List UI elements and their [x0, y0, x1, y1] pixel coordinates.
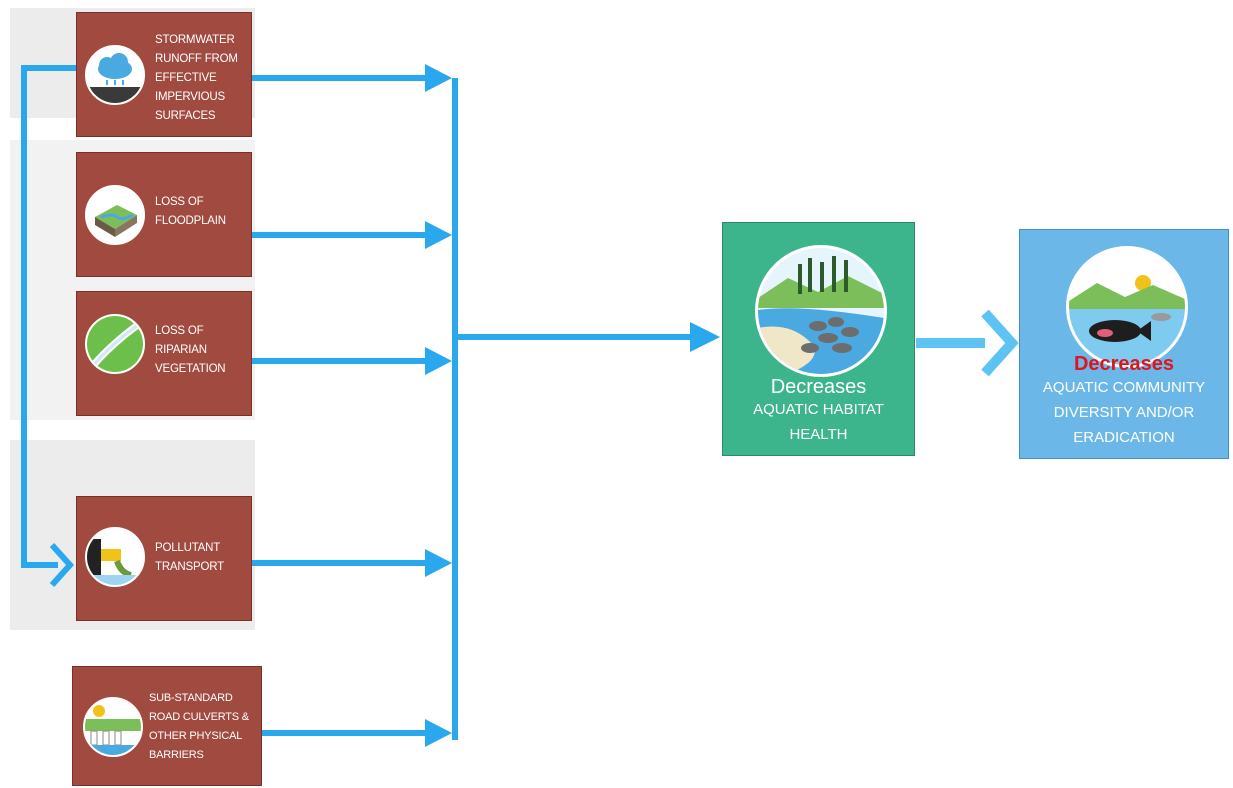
cause-loss-of-floodplain: LOSS OF FLOODPLAIN: [76, 152, 252, 277]
community-title: AQUATIC COMMUNITY DIVERSITY AND/OR ERADI…: [1042, 379, 1206, 446]
storm-cloud-icon: [85, 45, 145, 105]
effect-aquatic-habitat-health: Decreases AQUATIC HABITAT HEALTH: [722, 222, 915, 456]
riparian-icon: [85, 314, 145, 374]
floodplain-icon: [85, 185, 145, 245]
fish-community-icon: [1066, 246, 1188, 368]
cause-label: POLLUTANT TRANSPORT: [155, 542, 224, 573]
effect-aquatic-community-diversity: Decreases AQUATIC COMMUNITY DIVERSITY AN…: [1019, 229, 1229, 459]
cause-sub-standard-culverts: SUB-STANDARD ROAD CULVERTS & OTHER PHYSI…: [72, 666, 262, 786]
cause-label: SUB-STANDARD ROAD CULVERTS & OTHER PHYSI…: [149, 692, 249, 761]
cause-label: LOSS OF RIPARIAN VEGETATION: [155, 325, 226, 375]
cause-stormwater-runoff: STORMWATER RUNOFF FROM EFFECTIVE IMPERVI…: [76, 12, 252, 137]
culvert-icon: [83, 697, 143, 757]
cause-pollutant-transport: POLLUTANT TRANSPORT: [76, 496, 252, 621]
cause-label: LOSS OF FLOODPLAIN: [155, 196, 226, 227]
cause-loss-of-riparian-vegetation: LOSS OF RIPARIAN VEGETATION: [76, 291, 252, 416]
pollutant-pipe-icon: [85, 527, 145, 587]
community-decreases-label: Decreases: [1073, 353, 1175, 375]
river-habitat-icon: [755, 245, 887, 377]
bypass-connector: [21, 65, 76, 568]
habitat-title: AQUATIC HABITAT HEALTH: [753, 401, 884, 443]
habitat-decreases-label: Decreases: [770, 376, 867, 398]
cause-label: STORMWATER RUNOFF FROM EFFECTIVE IMPERVI…: [155, 34, 238, 122]
